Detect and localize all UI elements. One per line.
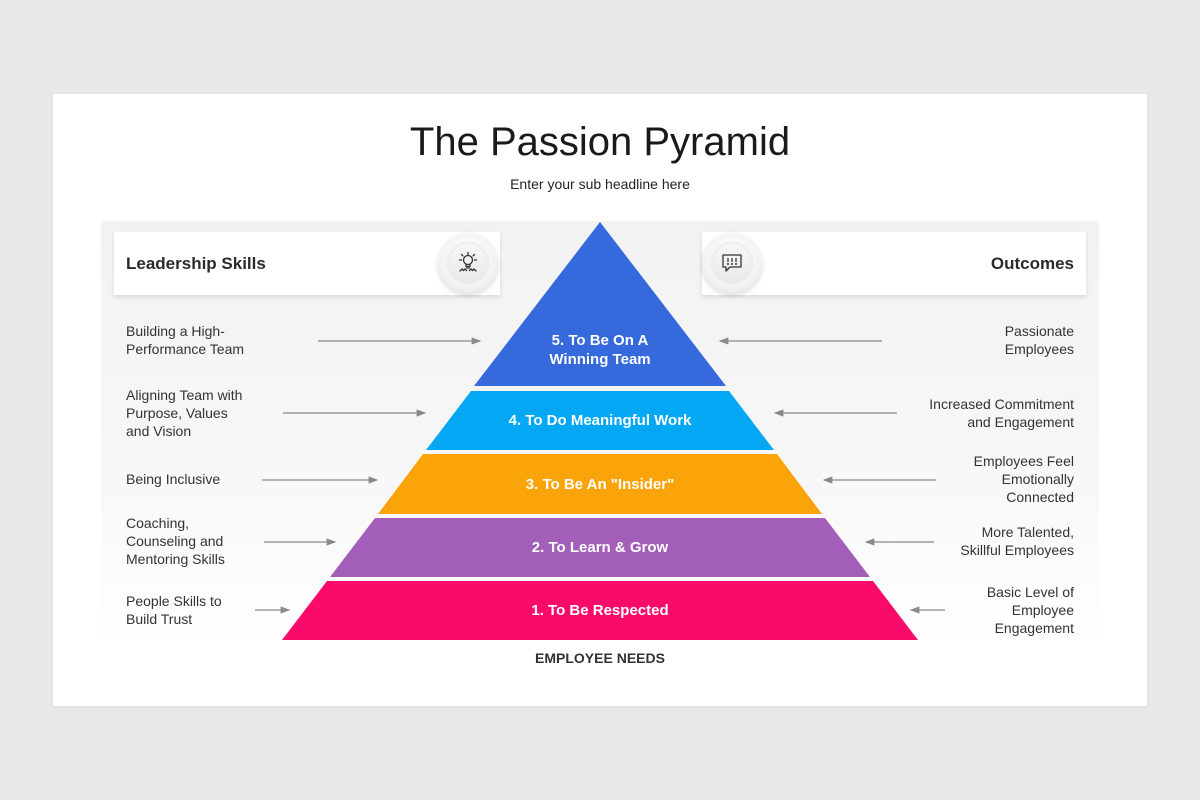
tier-2-shape: [330, 518, 870, 577]
skill-text-5: Building a High- Performance Team: [126, 323, 245, 357]
tier-3-label: 3. To Be An "Insider": [525, 476, 675, 493]
lightbulb-gear-icon: [438, 233, 498, 293]
leadership-header-card: [114, 232, 500, 295]
skill-text-4: Aligning Team with Purpose, Values and V…: [126, 387, 243, 439]
employee-needs-label: EMPLOYEE NEEDS: [535, 650, 665, 666]
tier-1-shape: [282, 581, 918, 640]
tier-1-label: 1. To Be Respected: [531, 602, 669, 619]
outcome-text-3: Employees Feel Emotionally Connected: [973, 453, 1074, 505]
outcomes-header-card: [702, 232, 1086, 295]
tier-5-label: 5. To Be On A Winning Team: [549, 332, 651, 368]
outcomes-header: Outcomes: [990, 254, 1074, 273]
outcome-text-4: Increased Commitment and Engagement: [929, 396, 1074, 430]
skill-text-2: Coaching, Counseling and Mentoring Skill…: [126, 515, 225, 567]
outcome-text-2: More Talented, Skillful Employees: [960, 524, 1074, 558]
page-title: The Passion Pyramid: [409, 120, 791, 164]
tier-5-shape: [474, 222, 726, 386]
speech-bubble-icon: [702, 233, 762, 293]
skill-text-1: People Skills to Build Trust: [126, 593, 222, 627]
outcome-text-5: Passionate Employees: [1004, 323, 1074, 357]
leadership-header: Leadership Skills: [126, 254, 266, 273]
tier-4-shape: [426, 391, 774, 450]
tier-4-label: 4. To Do Meaningful Work: [508, 412, 692, 429]
page-subtitle: Enter your sub headline here: [510, 176, 690, 192]
tier-3-shape: [378, 454, 822, 514]
tier-2-label: 2. To Learn & Grow: [531, 539, 669, 556]
outcome-text-1: Basic Level of Employee Engagement: [986, 584, 1074, 636]
skill-text-3: Being Inclusive: [126, 471, 221, 487]
